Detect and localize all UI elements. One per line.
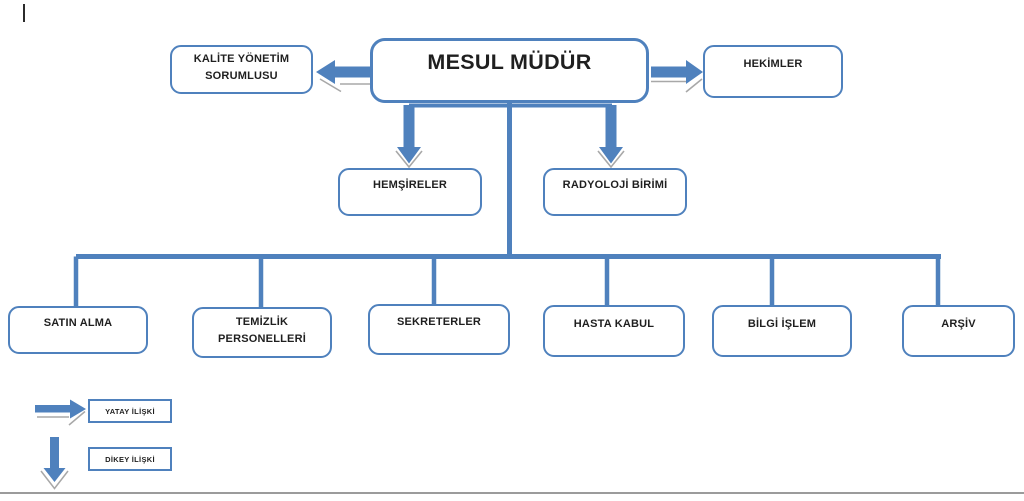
org-node-label: TEMİZLİK PERSONELLERİ: [218, 315, 306, 345]
org-node-label: SEKRETERLER: [396, 316, 482, 329]
org-node-hekimler[interactable]: HEKİMLER: [703, 45, 843, 98]
legend-item-yatay[interactable]: YATAY İLİŞKİ: [88, 399, 172, 423]
legend-label: YATAY İLİŞKİ: [105, 406, 155, 416]
org-node-label: SATIN ALMA: [43, 316, 113, 329]
arrow-down-right-icon: [597, 105, 625, 169]
org-node-label: HASTA KABUL: [573, 317, 655, 330]
org-node-label: HEKİMLER: [743, 58, 803, 71]
page-divider: [0, 492, 1024, 494]
arrow-right-icon: [651, 60, 703, 93]
arrow-left-icon: [316, 60, 370, 93]
org-node-hemsireler[interactable]: HEMŞİRELER: [338, 168, 482, 216]
org-node-hasta-kabul[interactable]: HASTA KABUL: [543, 305, 685, 357]
org-node-sekreterler[interactable]: SEKRETERLER: [368, 304, 510, 355]
arrow-down-left-icon: [395, 105, 423, 169]
org-node-label: ARŞİV: [941, 317, 976, 330]
org-node-bilgi-islem[interactable]: BİLGİ İŞLEM: [712, 305, 852, 357]
org-node-arsiv[interactable]: ARŞİV: [902, 305, 1015, 357]
org-node-label: KALİTE YÖNETİM SORUMLUSU: [193, 52, 290, 82]
legend-label: DİKEY İLİŞKİ: [105, 454, 155, 464]
connector-lines: [73, 103, 941, 308]
org-node-label: BİLGİ İŞLEM: [747, 317, 817, 330]
org-node-label: HEMŞİRELER: [372, 178, 448, 191]
legend-vertical-arrow-icon: [40, 437, 69, 490]
text-cursor: [23, 4, 25, 22]
org-node-label: MESUL MÜDÜR: [427, 49, 592, 74]
org-node-radyoloji[interactable]: RADYOLOJİ BİRİMİ: [543, 168, 687, 216]
org-node-temizlik[interactable]: TEMİZLİK PERSONELLERİ: [192, 307, 332, 358]
org-node-label: RADYOLOJİ BİRİMİ: [562, 178, 668, 191]
legend-horizontal-arrow-icon: [35, 399, 86, 426]
org-node-mesul-mudur[interactable]: MESUL MÜDÜR: [370, 38, 649, 103]
org-node-satin-alma[interactable]: SATIN ALMA: [8, 306, 148, 354]
legend-item-dikey[interactable]: DİKEY İLİŞKİ: [88, 447, 172, 471]
org-node-kalite-yonetim[interactable]: KALİTE YÖNETİM SORUMLUSU: [170, 45, 313, 94]
